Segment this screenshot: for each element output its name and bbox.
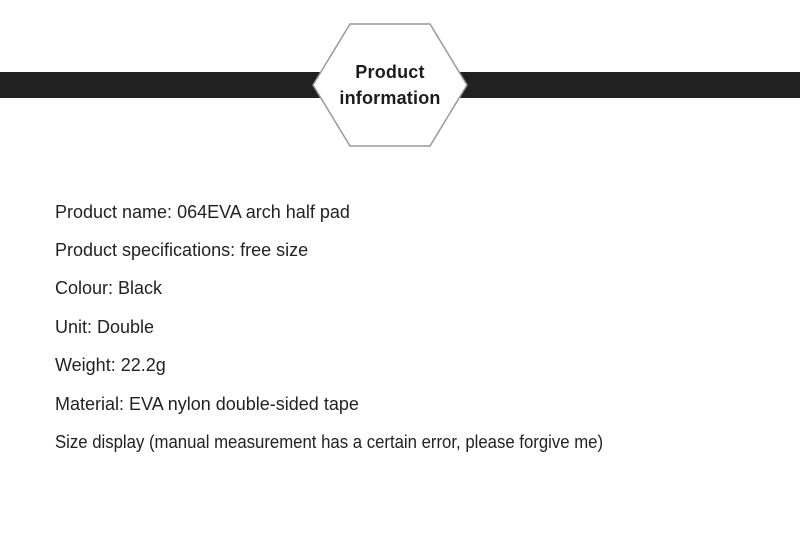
product-info-line-colour: Colour: Black [55, 278, 163, 299]
product-info-line-name: Product name: 064EVA arch half pad [55, 201, 350, 222]
product-info-line-weight: Weight: 22.2g [55, 355, 166, 376]
product-info-line-specifications: Product specifications: free size [55, 240, 309, 261]
product-info-line-size-display: Size display (manual measurement has a c… [55, 432, 604, 453]
hexagon-badge: Product information [311, 22, 469, 148]
product-info-line-material: Material: EVA nylon double-sided tape [55, 393, 359, 414]
product-info-line-unit: Unit: Double [55, 316, 155, 337]
badge-title: Product information [311, 22, 469, 148]
badge-title-line1: Product [355, 62, 425, 82]
badge-title-line2: information [339, 88, 441, 108]
hexagon-shape-icon [312, 23, 468, 147]
product-info-list: Product name: 064EVA arch half pad Produ… [55, 193, 644, 462]
